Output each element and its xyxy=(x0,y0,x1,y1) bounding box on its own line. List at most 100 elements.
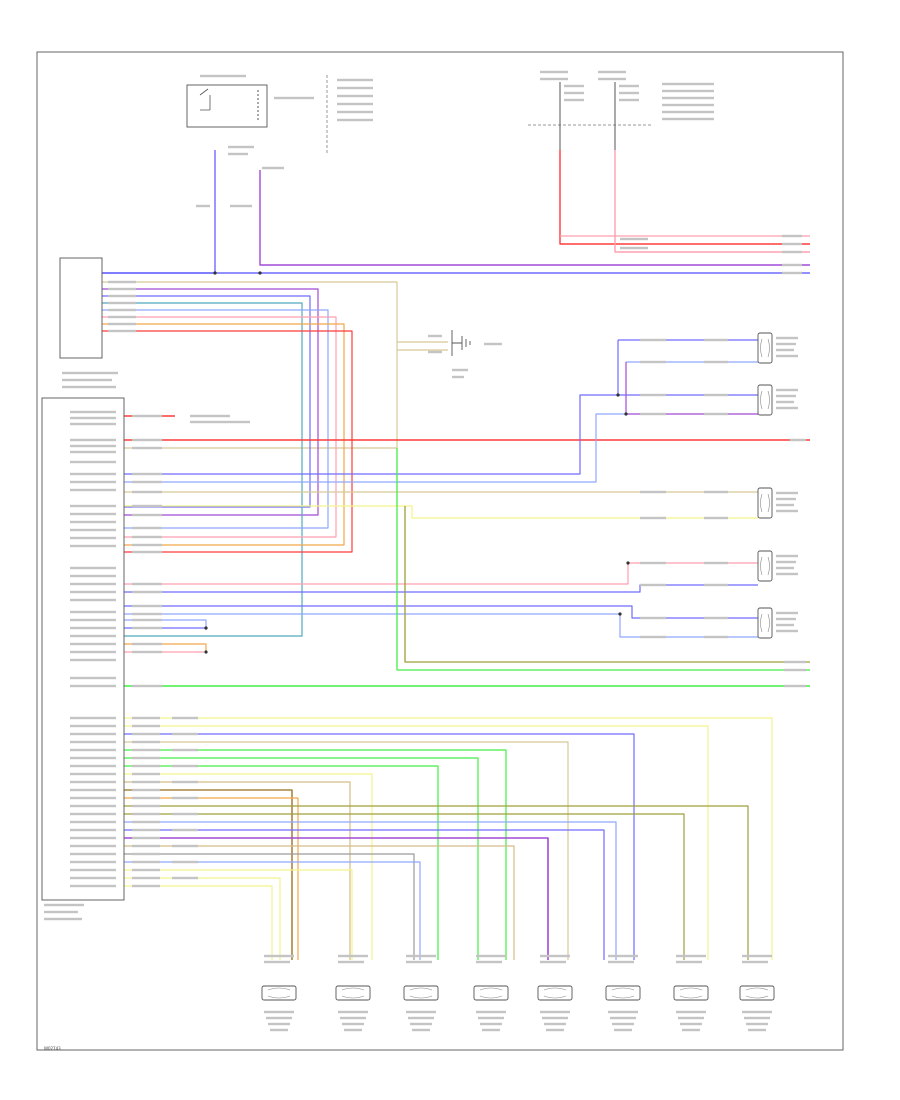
pin-label-mark xyxy=(70,488,116,492)
speaker-label-mark xyxy=(776,388,798,392)
speaker-label-mark xyxy=(678,1016,704,1020)
ground-icon xyxy=(451,330,471,356)
wire-tag-mark xyxy=(132,748,160,752)
wire-lower-speaker xyxy=(124,813,685,960)
splice-dot xyxy=(616,393,620,397)
wire-tag-mark xyxy=(132,513,162,517)
wire-tag-mark xyxy=(476,960,502,964)
wire-tag-mark xyxy=(132,490,162,494)
speaker-label-mark xyxy=(676,1010,706,1014)
relay-caption-mark xyxy=(337,110,373,114)
module-label-mark xyxy=(62,385,116,389)
wire-tag-mark xyxy=(132,884,160,888)
wire-tag-mark xyxy=(784,668,806,672)
relay-box xyxy=(186,84,268,128)
wire-lower-speaker xyxy=(124,821,617,960)
pin-label-mark xyxy=(70,444,116,448)
wire-tag-mark xyxy=(132,472,162,476)
speaker-label-mark xyxy=(410,1022,432,1026)
fuse-caption-mark xyxy=(662,103,714,107)
wire-tag-mark xyxy=(132,526,162,530)
wire-tag-mark xyxy=(132,446,162,450)
speaker-front-left-midrange xyxy=(605,985,641,1001)
pin-label-mark xyxy=(70,416,116,420)
wire-violet-feed xyxy=(259,170,810,266)
wire-tag-mark xyxy=(172,844,198,848)
speaker-label-mark xyxy=(776,394,796,398)
wire-tag-mark xyxy=(132,590,162,594)
ground-tag-mark xyxy=(452,368,468,372)
pin-label-mark xyxy=(70,788,116,792)
wire-blue-feed xyxy=(102,150,216,274)
pin-label-mark xyxy=(70,676,116,680)
pin-label-mark xyxy=(70,634,116,638)
speaker-front-right-tweeter xyxy=(757,332,773,364)
wire-red-module xyxy=(102,330,353,553)
speaker-label-mark xyxy=(338,1010,368,1014)
speaker-label-mark xyxy=(482,1028,500,1032)
wire-tag-mark xyxy=(132,764,160,768)
relay-caption-mark xyxy=(337,102,373,106)
speaker-icon xyxy=(757,487,773,519)
speaker-rear-right-woofer xyxy=(261,985,297,1001)
speaker-label-mark xyxy=(682,1028,700,1032)
wire-tag-mark xyxy=(132,724,160,728)
speaker-front-left-door xyxy=(757,607,773,639)
pin-label-mark xyxy=(70,504,116,508)
speaker-label-mark xyxy=(264,1010,294,1014)
connector-tag-mark xyxy=(228,152,248,156)
speaker-label-mark xyxy=(480,1022,502,1026)
radio-label-mark xyxy=(44,903,84,907)
wire-tag-mark xyxy=(782,234,802,238)
wire-yellow-center xyxy=(124,505,758,519)
wire-tag-mark xyxy=(640,338,666,342)
fuse-title-mark xyxy=(598,70,626,74)
wire-tag-mark xyxy=(132,618,162,622)
speaker-cone-mark xyxy=(760,338,770,358)
pin-label-mark xyxy=(70,820,116,824)
wire-tag-mark xyxy=(782,242,802,246)
wire-lightblue-door-l xyxy=(124,613,758,638)
splice-dot xyxy=(626,561,630,565)
speaker-center xyxy=(757,487,773,519)
pin-label-mark xyxy=(70,868,116,872)
relay-title-mark xyxy=(200,74,246,78)
wire-tag-mark xyxy=(132,535,162,539)
pin-label-mark xyxy=(70,480,116,484)
wire-lightblue-module xyxy=(102,309,329,529)
wire-teal-module xyxy=(102,302,303,637)
wire-tag-mark xyxy=(132,438,162,442)
wire-pink-tweeter-l xyxy=(124,562,758,585)
wire-lower-speaker xyxy=(124,885,273,960)
speaker-label-mark xyxy=(408,1016,434,1020)
connector-tag-mark xyxy=(228,145,254,149)
wire-tag-mark xyxy=(264,960,290,964)
wire-tag-mark xyxy=(704,490,728,494)
wire-tag-mark xyxy=(172,748,198,752)
wire-tag-mark xyxy=(132,650,162,654)
fuse-rating-mark xyxy=(564,84,584,88)
pin-label-mark xyxy=(70,658,116,662)
fuse-caption-mark xyxy=(662,96,714,100)
pin-label-mark xyxy=(70,684,116,688)
wire-tag-mark xyxy=(172,812,198,816)
wire-tag-mark xyxy=(132,604,162,608)
wire-tag-mark xyxy=(132,642,162,646)
pin-label-mark xyxy=(70,528,116,532)
wire-tag-mark xyxy=(640,561,666,565)
speaker-rear-left-midrange xyxy=(473,985,509,1001)
wire-tag-mark xyxy=(640,635,666,639)
wire-lower-speaker xyxy=(124,837,549,960)
speaker-label-mark xyxy=(340,1016,366,1020)
wire-tag-mark xyxy=(132,828,160,832)
speaker-cone-mark xyxy=(760,493,770,513)
speaker-label-mark xyxy=(776,400,794,404)
wire-red-feed xyxy=(559,150,810,245)
pin-label-mark xyxy=(70,650,116,654)
wire-tag-mark xyxy=(132,550,162,554)
speaker-cone-mark xyxy=(267,987,291,999)
wire-lightblue-radio-fr xyxy=(124,413,626,483)
speaker-label-mark xyxy=(412,1028,430,1032)
pin-label-mark xyxy=(70,804,116,808)
speaker-icon xyxy=(757,332,773,364)
